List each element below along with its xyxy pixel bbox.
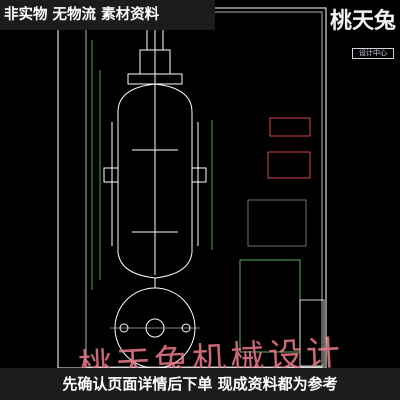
- drawing-inner-frame: [85, 11, 323, 368]
- reactor-vessel: [103, 8, 207, 288]
- technical-characteristics-table: [269, 117, 311, 137]
- top-banner: 非实物 无物流 素材资料: [0, 0, 215, 30]
- bottom-banner: 先确认页面详情后下单 现成资料都为参考: [0, 368, 400, 400]
- seal-main-text: 桃天兔: [330, 8, 397, 34]
- technical-requirements-block: [247, 199, 307, 247]
- title-block: [299, 299, 325, 367]
- watermark-seal: 桃天兔 设计中心: [328, 4, 398, 74]
- support-lug-right: [191, 167, 207, 183]
- dimension-lines: [91, 40, 213, 290]
- right-tables: [239, 117, 325, 367]
- support-lug-left: [103, 167, 119, 183]
- top-head: [117, 83, 193, 113]
- seal-sub-text: 设计中心: [352, 48, 394, 59]
- nozzle-table: [267, 151, 311, 179]
